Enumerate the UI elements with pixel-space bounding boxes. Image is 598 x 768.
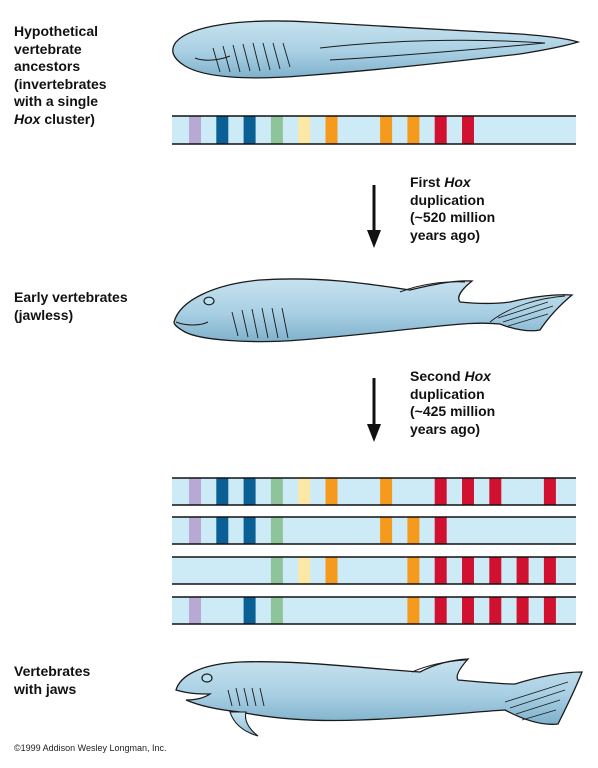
ancestral-cluster [172, 115, 576, 145]
chromosome-strip [172, 116, 576, 144]
jawed-fish [175, 658, 583, 737]
gill-slits [212, 42, 291, 73]
pelvic-fin [229, 711, 259, 737]
jawed-vertebrates-label: Vertebrates with jaws [14, 663, 91, 697]
hox-gene-band [216, 116, 229, 144]
hox-gene-band [325, 557, 338, 584]
hox-gene-band [434, 557, 447, 584]
hox-gene-band [434, 116, 447, 144]
jawless-fish-eye [203, 296, 215, 306]
hox-gene-band [270, 478, 283, 505]
hox-gene-band [543, 478, 556, 505]
hox-gene-band [189, 597, 201, 624]
hox-gene-band [462, 116, 474, 144]
cluster-b [172, 516, 576, 545]
early-vertebrates-label: Early vertebrates (jawless) [14, 289, 128, 323]
hox-gene-band [270, 116, 283, 144]
hox-gene-band [243, 517, 256, 544]
hox-gene-band [189, 116, 201, 144]
hox-gene-band [270, 557, 283, 584]
first-duplication-arrow [367, 185, 381, 248]
hox-gene-band [462, 557, 474, 584]
chromosome-strip [172, 517, 576, 544]
hox-gene-band [516, 597, 529, 624]
hox-gene-band [462, 597, 474, 624]
hox-gene-band [325, 478, 338, 505]
hox-gene-band [325, 116, 338, 144]
hox-gene-band [298, 557, 311, 584]
hox-gene-band [543, 557, 556, 584]
hox-gene-band [380, 517, 393, 544]
chromosome-strip [172, 597, 576, 624]
hox-gene-band [407, 597, 420, 624]
hox-gene-band [243, 597, 256, 624]
hox-gene-band [216, 517, 229, 544]
hox-gene-band [543, 597, 556, 624]
ancestors-label: Hypothetical vertebrate ancestors (inver… [14, 23, 107, 127]
hox-gene-band [298, 116, 311, 144]
cluster-a [172, 477, 576, 506]
first-duplication-label: First Hox duplication (~520 million year… [410, 174, 496, 243]
hox-gene-band [489, 478, 502, 505]
hox-gene-band [380, 116, 393, 144]
hox-gene-band [243, 478, 256, 505]
hox-gene-band [516, 557, 529, 584]
tail-fin-rays [497, 301, 554, 327]
hox-clusters [172, 115, 576, 625]
hox-gene-band [270, 517, 283, 544]
hox-gene-band [216, 478, 229, 505]
jawless-gill-slits [231, 307, 289, 339]
chromosome-strip [172, 478, 576, 505]
hox-gene-band [434, 517, 447, 544]
hox-gene-band [189, 478, 201, 505]
hox-gene-band [434, 478, 447, 505]
jawed-fish-eye [201, 673, 213, 683]
jawless-fish [173, 278, 574, 343]
hox-gene-band [407, 116, 420, 144]
hox-gene-band [298, 478, 311, 505]
hox-gene-band [270, 597, 283, 624]
hox-gene-band [489, 557, 502, 584]
hox-gene-band [243, 116, 256, 144]
cluster-c [172, 556, 576, 585]
hox-gene-band [462, 478, 474, 505]
second-duplication-label: Second Hox duplication (~425 million yea… [410, 368, 496, 437]
hox-gene-band [434, 597, 447, 624]
second-duplication-arrow [367, 378, 381, 442]
chromosome-strip [172, 557, 576, 584]
hox-gene-band [489, 597, 502, 624]
hox-gene-band [380, 478, 393, 505]
copyright-notice: ©1999 Addison Wesley Longman, Inc. [14, 743, 167, 753]
jawed-tail-rays [504, 681, 569, 721]
jawed-gill-slits [227, 687, 265, 707]
hox-gene-band [189, 517, 201, 544]
hox-gene-band [407, 517, 420, 544]
hox-gene-band [407, 557, 420, 584]
ancestor-fish [172, 20, 581, 79]
cluster-d [172, 596, 576, 625]
